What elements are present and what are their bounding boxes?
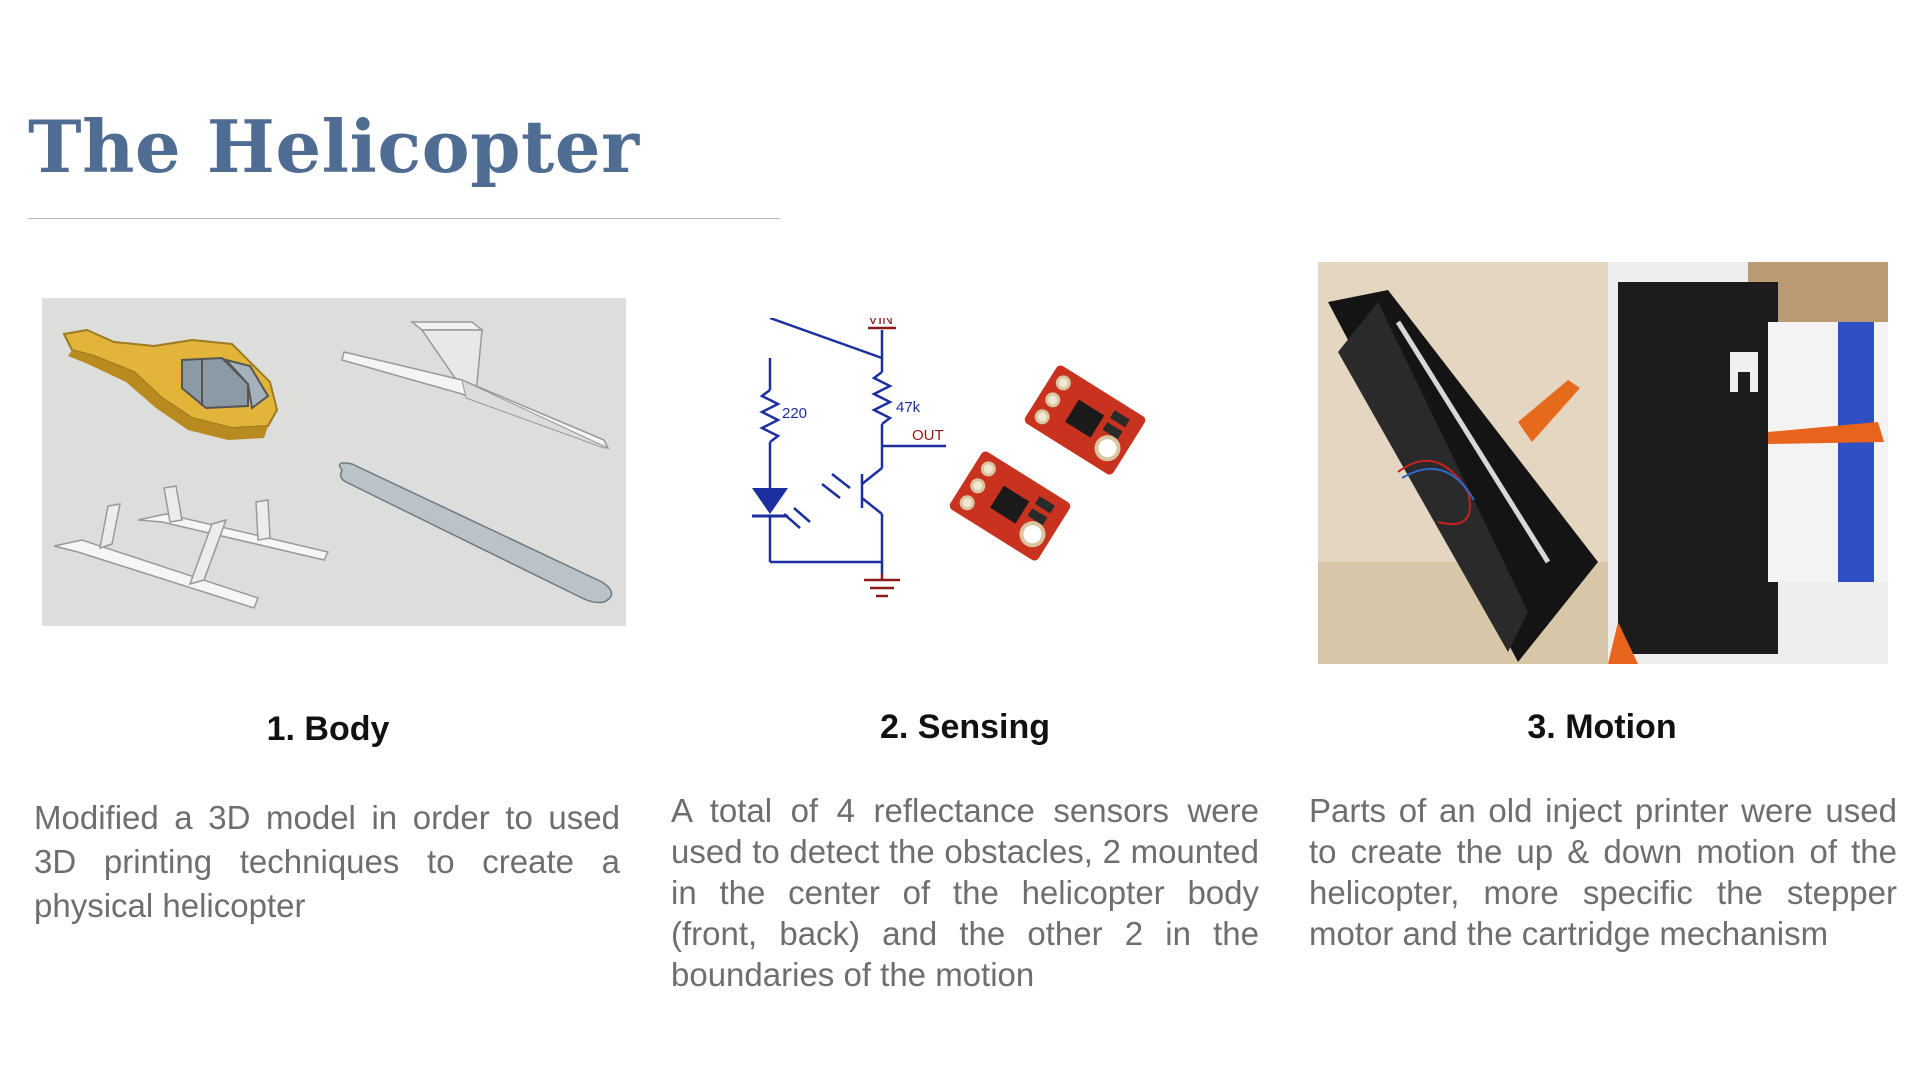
schematic-r1-label: 220 <box>782 405 807 422</box>
reflectance-sensor-image: VIN 220 47k OUT <box>740 318 1240 608</box>
panel-heading-body: 1. Body <box>266 710 390 748</box>
helicopter-3d-model-image <box>42 298 626 626</box>
schematic-out-label: OUT <box>912 427 944 444</box>
slide-title: The Helicopter <box>28 104 640 189</box>
panel-description-sensing: A total of 4 reflectance sensors were us… <box>671 792 1259 993</box>
panel-description-motion: Parts of an old inject printer were used… <box>1309 792 1897 952</box>
schematic-vin-label: VIN <box>868 318 893 328</box>
panel-heading-sensing: 2. Sensing <box>879 708 1051 746</box>
panel-heading-motion: 3. Motion <box>1527 708 1677 746</box>
printer-mechanism-image <box>1318 262 1888 664</box>
panel-description-body: Modified a 3D model in order to used 3D … <box>34 799 620 924</box>
schematic-r2-label: 47k <box>896 399 921 416</box>
title-divider <box>28 218 780 219</box>
